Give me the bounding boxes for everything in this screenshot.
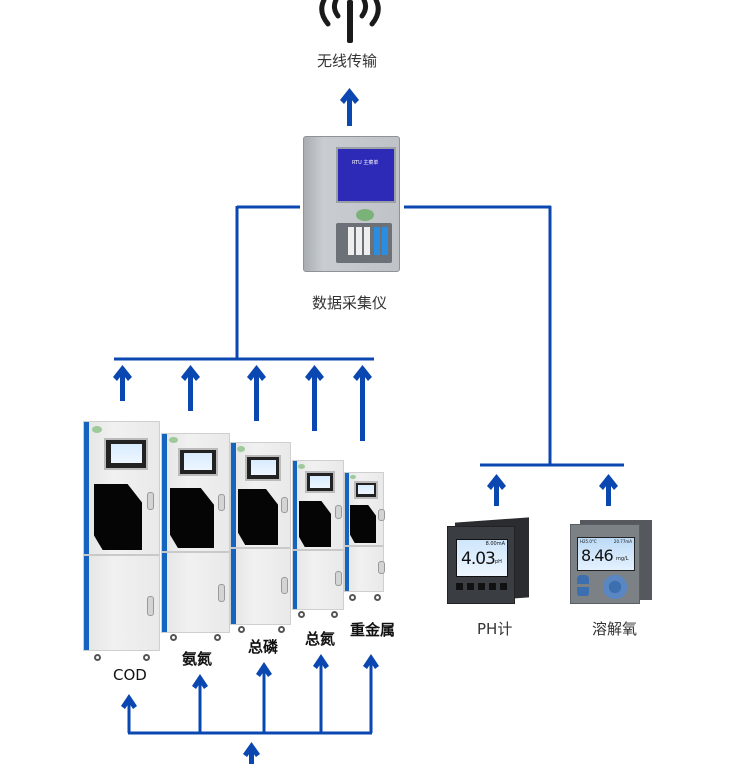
arrow-up-icon	[599, 474, 618, 506]
ph-meter-label: PH计	[477, 620, 513, 638]
cod-analyzer-cabinet	[83, 421, 160, 651]
ph-meter-current: 8.00mA	[485, 541, 505, 547]
wheel	[238, 626, 245, 633]
wheel	[374, 594, 381, 601]
wheel	[349, 594, 356, 601]
wheel	[298, 611, 305, 618]
heavy-metal-analyzer-cabinet	[344, 472, 385, 592]
do-meter-current: 20.77mA	[613, 539, 632, 544]
analyzer-label-cod: COD	[113, 666, 147, 684]
data-collector-label: 数据采集仪	[312, 294, 388, 312]
do-meter-nav-pad	[599, 575, 631, 599]
ph-meter-screen: 8.00mA 4.03 pH	[456, 539, 508, 577]
arrow-up-icon	[121, 694, 137, 709]
do-meter-screen: H25.0°C 20.77mA 8.46 mg/L	[577, 537, 635, 571]
wireless-antenna-icon	[310, 0, 390, 45]
wheel	[278, 626, 285, 633]
analyzer-label-ammonia: 氨氮	[182, 650, 213, 668]
ph-meter-buttons	[456, 583, 508, 590]
data-collector-device: RTU 主菜单	[303, 136, 400, 272]
arrow-up-icon	[305, 365, 324, 431]
do-meter-buttons	[577, 575, 589, 597]
analyzer-label-heavy-metal: 重金属	[350, 621, 396, 639]
ph-meter-device: 8.00mA 4.03 pH	[447, 517, 529, 604]
ammonia-analyzer-cabinet	[161, 433, 230, 633]
ph-meter-reading: 4.03	[461, 549, 496, 569]
arrow-group	[113, 88, 618, 764]
do-meter-temperature: H25.0°C	[580, 539, 597, 544]
arrow-up-icon	[113, 365, 132, 401]
arrow-up-icon	[487, 474, 506, 506]
arrow-up-icon	[313, 654, 329, 669]
do-meter-device: H25.0°C 20.77mA 8.46 mg/L	[570, 520, 652, 604]
arrow-up-icon	[247, 365, 266, 421]
arrow-up-icon	[256, 662, 272, 677]
wheel	[214, 634, 221, 641]
arrow-up-icon	[181, 365, 200, 411]
do-meter-reading: 8.46	[581, 546, 614, 565]
wheel	[331, 611, 338, 618]
total-phosphorus-analyzer-cabinet	[230, 442, 291, 625]
collector-screen: RTU 主菜单	[336, 147, 396, 203]
do-meter-unit: mg/L	[616, 556, 629, 562]
arrow-up-icon	[340, 88, 359, 126]
arrow-up-icon	[353, 365, 372, 441]
arrow-up-icon	[192, 674, 208, 689]
analyzer-label-total-nitrogen: 总氮	[305, 630, 336, 648]
wheel	[94, 654, 101, 661]
ph-meter-unit: pH	[495, 559, 502, 565]
wheel	[143, 654, 150, 661]
collector-keypad	[336, 223, 392, 263]
collector-logo	[356, 209, 374, 221]
do-meter-label: 溶解氧	[592, 620, 638, 638]
analyzer-label-total-phosphorus: 总磷	[248, 638, 279, 656]
total-nitrogen-analyzer-cabinet	[292, 460, 344, 610]
wheel	[170, 634, 177, 641]
arrow-up-icon	[363, 654, 379, 669]
arrow-up-icon	[243, 742, 260, 764]
collector-screen-title: RTU 主菜单	[352, 160, 379, 166]
wireless-label: 无线传输	[317, 52, 378, 70]
